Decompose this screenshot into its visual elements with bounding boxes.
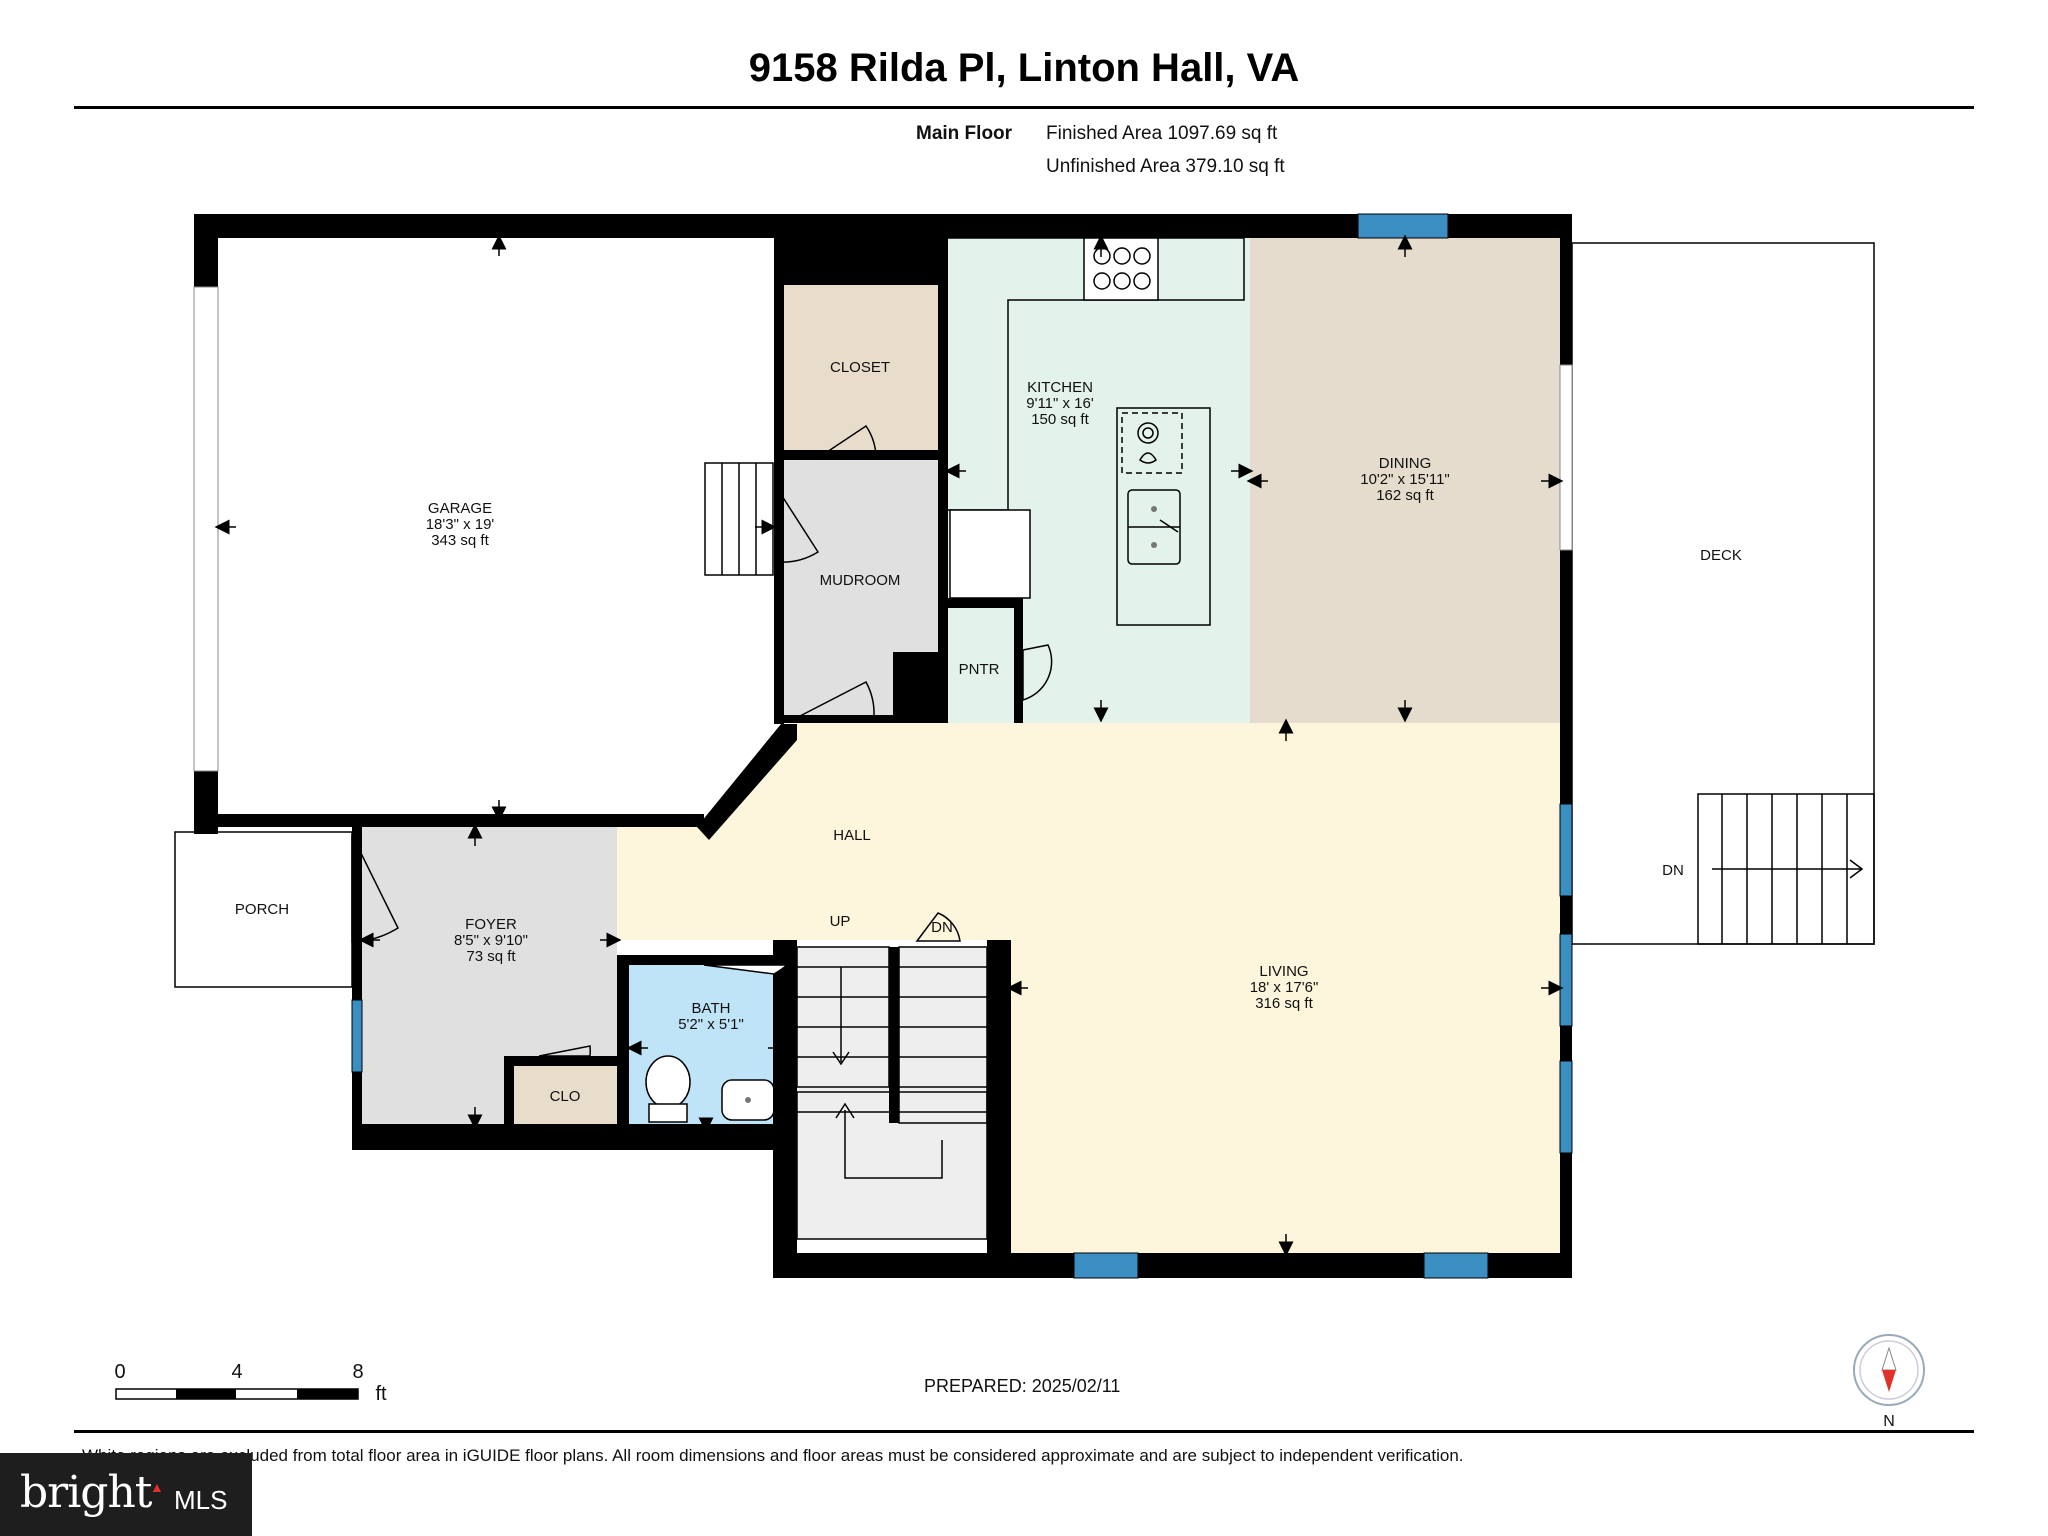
stairs-up-label: UP [830, 913, 851, 930]
living-dims: 18' x 17'6" [1250, 979, 1319, 996]
dining-dims: 10'2" x 15'11" [1360, 471, 1450, 488]
kitchen-dims: 9'11" x 16' [1026, 395, 1094, 412]
living-area: 316 sq ft [1255, 995, 1313, 1012]
logo-accent-icon: ▲ [150, 1479, 164, 1495]
room-labels: GARAGE 18'3" x 19' 343 sq ft CLOSET KITC… [235, 359, 1742, 1105]
deck-name: DECK [1700, 547, 1742, 564]
doors [351, 424, 1053, 1057]
garage-steps [704, 462, 774, 576]
closet-floor [783, 285, 938, 450]
logo-word: bright [20, 1467, 152, 1518]
prepared-date: PREPARED: 2025/02/11 [924, 1376, 1121, 1396]
scale-tick-8: 8 [352, 1361, 363, 1383]
deck-outline [1571, 242, 1875, 945]
logo-suffix: MLS [174, 1485, 228, 1515]
clo-name: CLO [550, 1088, 581, 1105]
page-title: 9158 Rilda Pl, Linton Hall, VA [748, 46, 1300, 90]
deck-stairs-label: DN [1662, 862, 1684, 879]
deck-stairs [1697, 793, 1875, 945]
bath-dims: 5'2" x 5'1" [678, 1016, 744, 1033]
floor-label: Main Floor [916, 123, 1013, 144]
garage-name: GARAGE [428, 500, 492, 517]
bright-mls-logo: bright ▲ MLS [0, 1453, 252, 1536]
scale-unit: ft [375, 1383, 387, 1405]
scale-tick-4: 4 [231, 1361, 242, 1383]
living-name: LIVING [1259, 963, 1308, 980]
header-rule [74, 106, 1974, 109]
foyer-dims: 8'5" x 9'10" [454, 932, 528, 949]
foyer-area: 73 sq ft [466, 948, 516, 965]
dining-floor [1250, 238, 1560, 723]
kitchen-name: KITCHEN [1027, 379, 1093, 396]
clo-floor [514, 1066, 617, 1124]
garage-area: 343 sq ft [431, 532, 489, 549]
footer-rule [74, 1430, 1974, 1433]
porch-outline [174, 831, 353, 988]
bath-fixtures [645, 1055, 775, 1123]
kitchen-area: 150 sq ft [1031, 411, 1089, 428]
unfinished-area: Unfinished Area 379.10 sq ft [1046, 156, 1285, 177]
windows [193, 213, 1573, 1279]
garage-floor [218, 238, 774, 818]
pantry-name: PNTR [959, 661, 1000, 678]
closet-name: CLOSET [830, 359, 890, 376]
porch-name: PORCH [235, 901, 289, 918]
compass-icon: N [1853, 1334, 1925, 1430]
stairs-down-label: DN [931, 919, 953, 936]
disclaimer: White regions are excluded from total fl… [82, 1446, 1464, 1465]
finished-area: Finished Area 1097.69 sq ft [1046, 123, 1278, 144]
foyer-name: FOYER [465, 916, 517, 933]
dining-area: 162 sq ft [1376, 487, 1434, 504]
dining-name: DINING [1379, 455, 1432, 472]
scale-tick-0: 0 [114, 1361, 125, 1383]
bath-name: BATH [692, 1000, 731, 1017]
mudroom-name: MUDROOM [820, 572, 901, 589]
garage-dims: 18'3" x 19' [426, 516, 495, 533]
scale-bar: 0 4 8 ft [114, 1361, 387, 1405]
hall-name: HALL [833, 827, 871, 844]
compass-label: N [1883, 1413, 1895, 1430]
living-hall-floor [617, 723, 1560, 1253]
dimension-arrows [214, 234, 1564, 1257]
